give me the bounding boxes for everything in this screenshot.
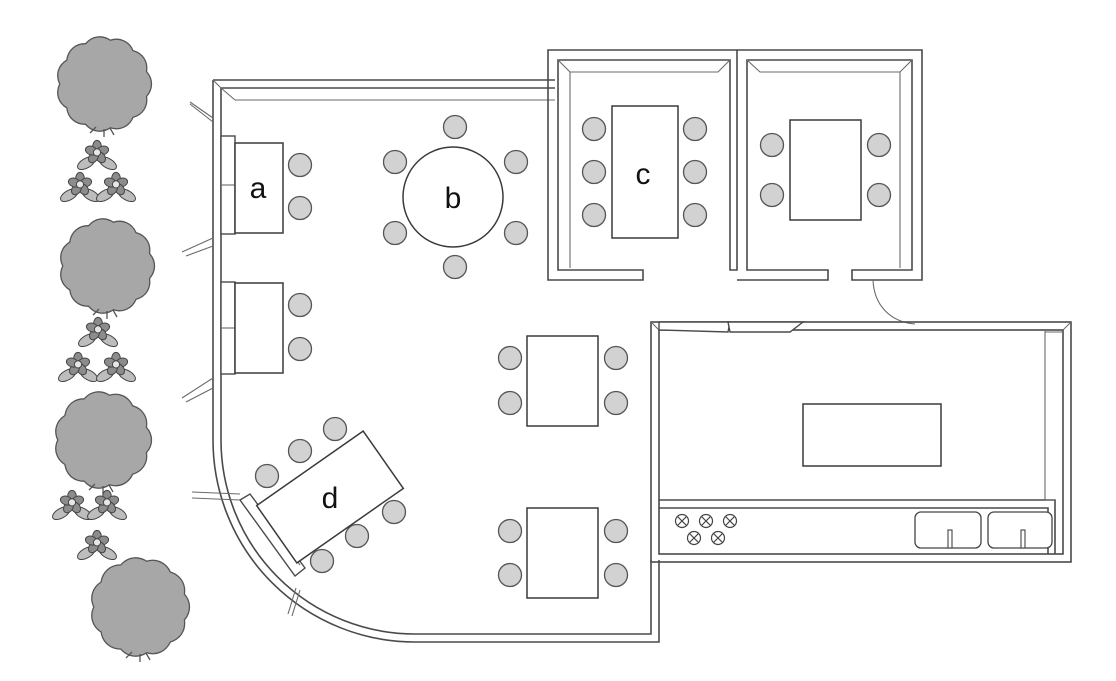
chair-icon — [581, 159, 607, 185]
chair-icon — [603, 518, 629, 544]
flower-icon — [96, 171, 136, 203]
chair-icon — [503, 220, 529, 246]
tree-icon — [91, 557, 191, 662]
chair-icon — [866, 132, 892, 158]
chair-icon — [287, 152, 313, 178]
flower-icon — [87, 489, 127, 521]
table-d[interactable] — [255, 430, 405, 564]
table-middle-2[interactable] — [526, 507, 599, 599]
sink-icon — [987, 511, 1053, 549]
flower-icon — [78, 316, 118, 348]
chair-icon — [603, 390, 629, 416]
stove-burner-icon — [710, 530, 726, 546]
chair-icon — [759, 182, 785, 208]
chairs — [254, 114, 892, 588]
chair-icon — [866, 182, 892, 208]
sinks — [914, 511, 1053, 549]
left-wall-windows — [181, 101, 301, 617]
stove-burner-icon — [698, 513, 714, 529]
chair-icon — [603, 345, 629, 371]
label-d: d — [322, 482, 339, 515]
dining-room-walls — [212, 79, 660, 643]
stove-burner-icon — [722, 513, 738, 529]
flower-icon — [52, 489, 92, 521]
chair-icon — [381, 499, 407, 525]
chair-icon — [682, 202, 708, 228]
label-c: c — [636, 158, 651, 191]
chair-icon — [581, 116, 607, 142]
tree-icon — [55, 391, 153, 494]
chair-icon — [287, 438, 313, 464]
flower-icon — [58, 351, 98, 383]
table-middle-1[interactable] — [526, 335, 599, 427]
tree-icon — [60, 218, 156, 319]
chair-icon — [682, 116, 708, 142]
chair-icon — [603, 562, 629, 588]
chair-icon — [309, 548, 335, 574]
label-a: a — [250, 172, 267, 205]
stove-burner-icon — [686, 530, 702, 546]
flower-icon — [77, 139, 117, 171]
chair-icon — [287, 195, 313, 221]
chair-icon — [382, 149, 408, 175]
table-a[interactable] — [234, 142, 284, 234]
landscape-strip — [52, 36, 191, 662]
chair-icon — [581, 202, 607, 228]
table-wall-2[interactable] — [234, 282, 284, 374]
table-b[interactable] — [402, 146, 504, 248]
chair-icon — [759, 132, 785, 158]
chair-icon — [382, 220, 408, 246]
chair-icon — [287, 336, 313, 362]
chair-icon — [442, 114, 468, 140]
private-room-c — [547, 49, 738, 281]
chair-icon — [497, 518, 523, 544]
table-private-right[interactable] — [789, 119, 862, 221]
chair-icon — [497, 345, 523, 371]
flower-icon — [60, 171, 100, 203]
kitchen-island — [802, 403, 942, 467]
label-b: b — [445, 182, 462, 215]
chair-icon — [497, 562, 523, 588]
table-c[interactable] — [611, 105, 679, 239]
chair-icon — [503, 149, 529, 175]
chair-icon — [442, 254, 468, 280]
chair-icon — [254, 463, 280, 489]
chair-icon — [322, 416, 348, 442]
chair-icon — [287, 292, 313, 318]
private-room-right — [737, 49, 923, 325]
chair-icon — [682, 159, 708, 185]
chair-icon — [344, 523, 370, 549]
stove-burner-icon — [674, 513, 690, 529]
tree-icon — [57, 36, 153, 137]
kitchen-walls — [650, 321, 1072, 563]
stove — [674, 513, 738, 546]
flower-icon — [96, 351, 136, 383]
chair-icon — [497, 390, 523, 416]
flower-icon — [77, 529, 117, 561]
